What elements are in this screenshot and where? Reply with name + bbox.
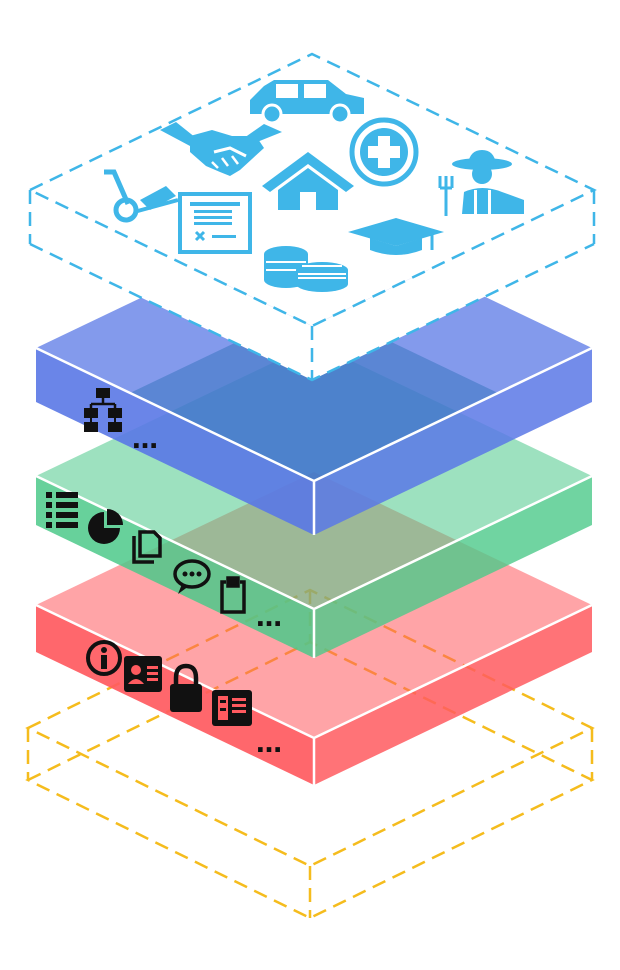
chat-icon [173, 559, 211, 594]
green-layer-ellipsis: … [256, 603, 283, 633]
graduation-cap-icon [348, 218, 444, 255]
medical-cross-icon [349, 117, 419, 187]
coins-icon [264, 246, 348, 292]
farmer-icon [438, 150, 524, 216]
handshake-icon [160, 122, 282, 176]
top-dashed-layer [27, 52, 597, 382]
house-icon [262, 152, 354, 210]
info-icon [86, 640, 122, 676]
document-icon [178, 192, 252, 254]
car-icon [250, 80, 364, 125]
id-card-icon [124, 656, 162, 692]
id-card-icon-2 [212, 690, 252, 726]
lock-icon [170, 663, 202, 712]
pie-chart-icon [88, 509, 123, 544]
trolley-icon [104, 169, 179, 223]
red-layer-ellipsis: … [256, 729, 283, 759]
clipboard-icon [220, 576, 246, 614]
blue-layer-ellipsis: … [132, 425, 159, 455]
list-icon [46, 492, 78, 528]
copy-icon [132, 530, 162, 564]
network-icon [84, 388, 122, 432]
